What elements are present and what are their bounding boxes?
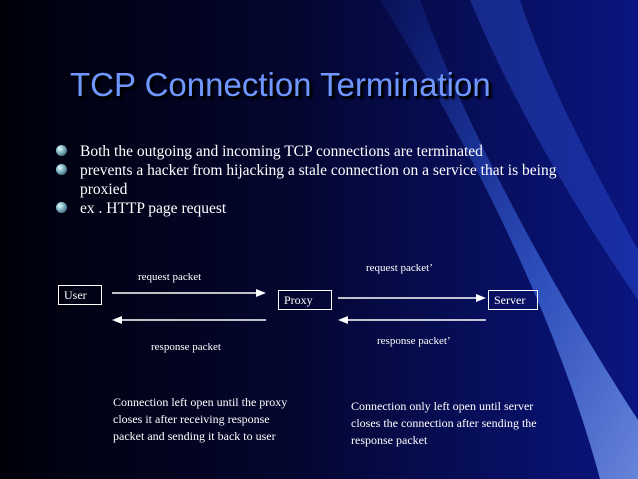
bullet-dot-icon (56, 145, 67, 156)
proxy-connection-note: Connection left open until the proxy clo… (113, 395, 288, 443)
server-connection-note: Connection only left open until server c… (351, 399, 537, 447)
bullet-text: prevents a hacker from hijacking a stale… (80, 162, 557, 198)
bullet-text: ex . HTTP page request (80, 200, 227, 217)
bullet-item: ex . HTTP page request (56, 199, 596, 218)
request-packet-label: request packet (138, 271, 202, 283)
proxy-node: Proxy (278, 290, 332, 310)
server-node: Server (488, 290, 538, 310)
slide-title: TCP Connection Termination (70, 66, 491, 103)
user-node: User (58, 285, 102, 305)
response-packet-label: response packet (151, 341, 221, 353)
bullet-item: prevents a hacker from hijacking a stale… (56, 161, 596, 199)
bullet-dot-icon (56, 164, 67, 175)
request-packet-prime-label: request packet’ (366, 262, 433, 274)
response-packet-prime-label: response packet’ (377, 335, 451, 347)
bullet-dot-icon (56, 202, 67, 213)
bullet-list: Both the outgoing and incoming TCP conne… (56, 142, 596, 218)
bullet-item: Both the outgoing and incoming TCP conne… (56, 142, 596, 161)
bullet-text: Both the outgoing and incoming TCP conne… (80, 143, 483, 160)
